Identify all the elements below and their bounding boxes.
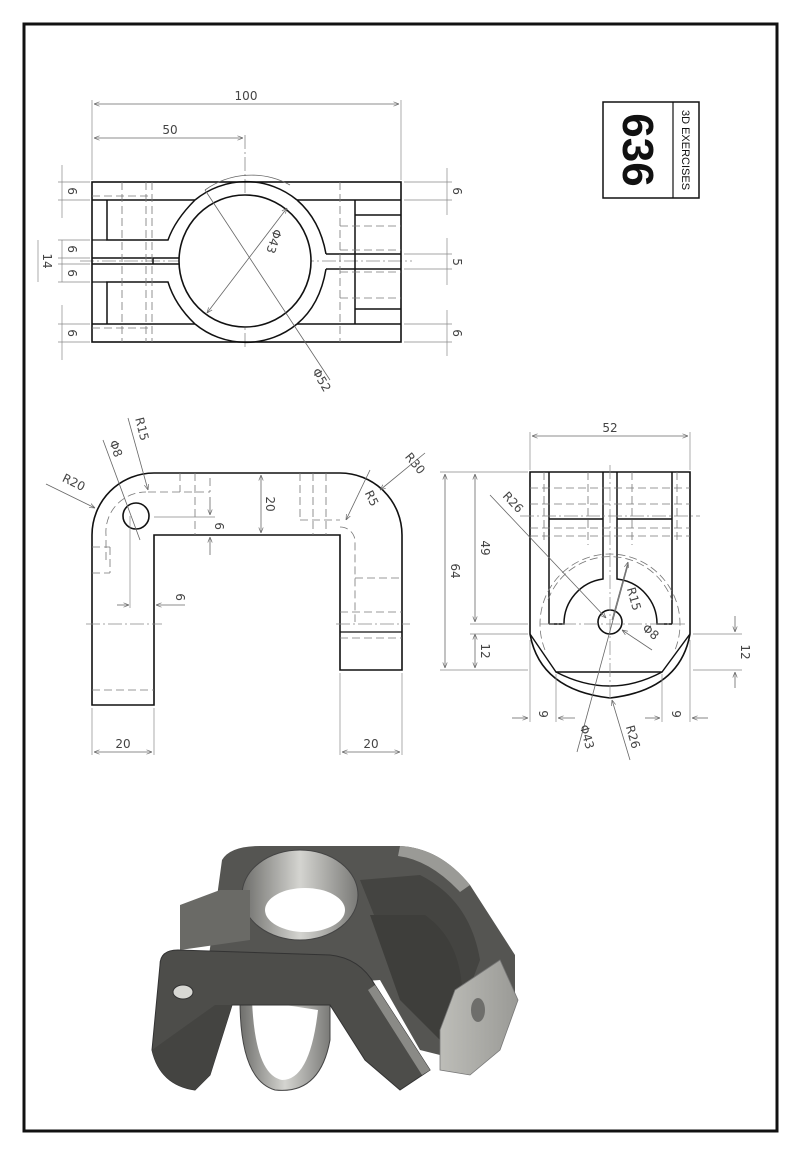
sheet-border <box>22 22 779 1133</box>
dim-r15: R15 <box>132 416 151 442</box>
dim-side-left-9: 9 <box>536 710 550 718</box>
dim-side-width: 52 <box>602 421 617 435</box>
dim-side-49: 49 <box>478 540 492 555</box>
dim-top-thickness: 20 <box>263 496 277 511</box>
dim-half-width: 50 <box>162 123 177 137</box>
dim-side-right-9: 9 <box>669 710 683 718</box>
dim-outer-diameter: Φ52 <box>309 366 333 394</box>
dim-side-r26-top: R26 <box>500 489 526 516</box>
title-block: 636 3D EXERCISES <box>602 101 700 199</box>
dim-side-r26-bottom: R26 <box>623 724 643 751</box>
side-view: 52 64 49 12 12 9 9 R26 R15 Φ8 <box>440 421 752 761</box>
dim-phi8: Φ8 <box>106 438 125 459</box>
top-view: Φ43 Φ52 100 50 6 6 6 6 14 <box>37 89 464 394</box>
isometric-render <box>151 846 519 1091</box>
dim-left-top: 6 <box>65 187 79 195</box>
dim-right-slot: 5 <box>450 258 464 266</box>
dim-left-mid-lower: 6 <box>65 269 79 277</box>
dim-side-right-12: 12 <box>738 644 752 659</box>
dim-left-mid-upper: 6 <box>65 245 79 253</box>
dim-left-leg: 20 <box>115 737 130 751</box>
dim-r20: R20 <box>60 471 87 494</box>
dim-inner-offset: 6 <box>212 522 226 530</box>
dim-left-bottom: 6 <box>65 329 79 337</box>
dim-side-r15: R15 <box>624 586 644 613</box>
dim-hole-offset: 6 <box>173 593 187 601</box>
dim-right-leg: 20 <box>363 737 378 751</box>
dim-overall-width: 100 <box>235 89 258 103</box>
dim-left-total: 14 <box>40 253 54 268</box>
dim-side-height: 64 <box>448 563 462 578</box>
dim-r5: R5 <box>362 488 382 509</box>
front-view: 20 6 6 20 20 R20 Φ8 R15 R5 R30 <box>45 416 428 755</box>
dim-right-bottom: 6 <box>450 329 464 337</box>
dim-side-phi43: Φ43 <box>577 723 597 751</box>
dim-right-top: 6 <box>450 187 464 195</box>
exercise-number: 636 <box>613 113 662 186</box>
dim-side-left-12: 12 <box>478 643 492 658</box>
exercise-label: 3D EXERCISES <box>679 110 691 190</box>
